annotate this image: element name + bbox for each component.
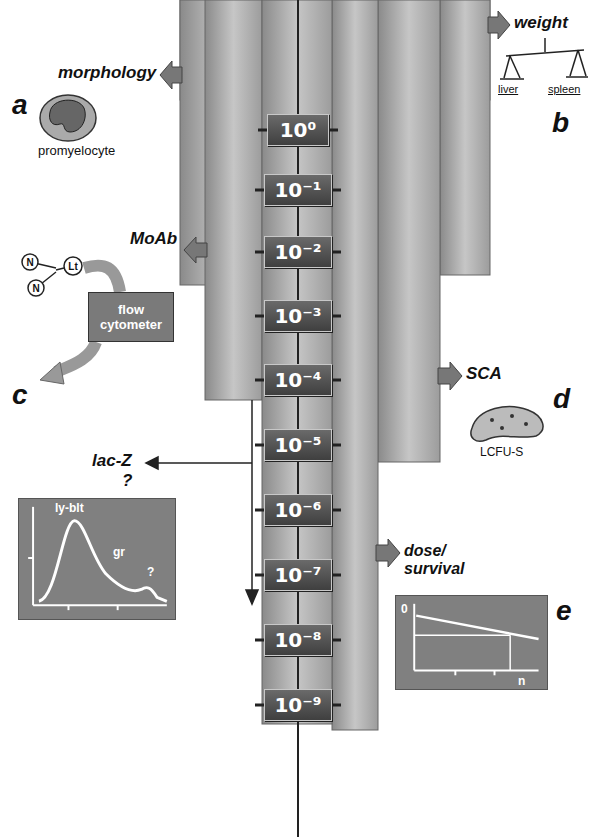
question-mark: ? — [122, 472, 132, 491]
chart-label: ? — [147, 565, 154, 579]
method-name: lac-Z — [92, 452, 132, 471]
assay-name: LCFU-S — [480, 446, 523, 459]
axis-segment — [297, 461, 299, 494]
tick-mark — [255, 704, 264, 707]
chart-label: n — [518, 674, 525, 688]
tick-mark — [332, 189, 341, 192]
tick-mark — [255, 574, 264, 577]
tick-mark — [255, 315, 264, 318]
tick-mark — [332, 379, 341, 382]
promyelocyte-cell — [40, 95, 96, 141]
chart-label: gr — [113, 545, 125, 559]
box-text: flow cytometer — [93, 302, 169, 332]
panel-letter: d — [553, 384, 570, 415]
axis-segment — [297, 206, 299, 236]
tick-mark — [332, 639, 341, 642]
dilution-box: 10⁻⁹ — [264, 689, 332, 721]
cell-name: promyelocyte — [38, 144, 115, 158]
axis-segment — [297, 268, 299, 300]
band-arrows — [160, 11, 510, 567]
axis-segment — [297, 146, 299, 174]
tick-mark — [255, 251, 264, 254]
antibody-letter: N — [32, 283, 39, 294]
dose-survival-chart: 0n — [395, 595, 548, 690]
dilution-value: 10⁰ — [280, 118, 317, 142]
tick-mark — [255, 509, 264, 512]
tick-mark — [255, 444, 264, 447]
tick-mark — [332, 509, 341, 512]
chart-label: ly-blt — [55, 501, 84, 515]
flow-cytometer-box: flow cytometer — [88, 292, 174, 342]
dilution-value: 10⁻⁴ — [274, 368, 321, 392]
dilution-value: 10⁻¹ — [274, 178, 321, 202]
tick-mark — [255, 189, 264, 192]
dilution-box: 10⁻² — [264, 236, 332, 268]
organ-name: spleen — [548, 83, 580, 95]
dilution-box: 10⁻⁵ — [264, 429, 332, 461]
chart-lines — [19, 499, 175, 619]
dilution-value: 10⁻⁶ — [274, 498, 321, 522]
axis-segment — [297, 332, 299, 364]
balance-scale — [500, 38, 588, 79]
spleen-icon — [471, 407, 543, 442]
axis-segment — [297, 656, 299, 689]
antibody-icon — [22, 254, 82, 296]
tick-mark — [258, 129, 267, 132]
dilution-value: 10⁻³ — [274, 304, 321, 328]
panel-letter: e — [556, 596, 572, 627]
method-name: dose/ survival — [404, 542, 488, 577]
method-name: weight — [514, 14, 568, 33]
method-name: SCA — [466, 365, 502, 384]
antibody-letter: N — [26, 257, 33, 268]
organ-name: liver — [498, 83, 518, 95]
dilution-value: 10⁻⁹ — [274, 693, 321, 717]
panel-letter: a — [12, 90, 28, 121]
tick-mark — [332, 251, 341, 254]
tick-mark — [332, 574, 341, 577]
tick-mark — [255, 379, 264, 382]
dilution-value: 10⁻⁷ — [274, 563, 321, 587]
dilution-box: 10⁻⁷ — [264, 559, 332, 591]
dilution-box: 10⁻³ — [264, 300, 332, 332]
tick-mark — [332, 444, 341, 447]
tick-mark — [332, 704, 341, 707]
antibody-letter: Lt — [68, 261, 77, 272]
tick-mark — [332, 315, 341, 318]
dilution-value: 10⁻⁸ — [274, 628, 321, 652]
dilution-box: 10⁻⁴ — [264, 364, 332, 396]
flow-cytometer-arrow — [40, 362, 64, 384]
method-name: MoAb — [130, 230, 177, 249]
tick-mark — [255, 639, 264, 642]
tick-mark — [329, 129, 338, 132]
axis-segment — [297, 526, 299, 559]
panel-letter: b — [552, 108, 569, 139]
axis-segment — [297, 396, 299, 429]
dilution-value: 10⁻² — [274, 240, 321, 264]
panel-letter: c — [12, 380, 28, 411]
dilution-box: 10⁻⁸ — [264, 624, 332, 656]
method-name: morphology — [58, 64, 156, 83]
lineage-chart: ly-blt gr? — [18, 498, 176, 620]
axis-segment — [297, 591, 299, 624]
dilution-value: 10⁻⁵ — [274, 433, 321, 457]
dilution-box: 10⁰ — [267, 114, 329, 146]
chart-label: 0 — [401, 602, 408, 616]
dilution-box: 10⁻¹ — [264, 174, 332, 206]
dilution-box: 10⁻⁶ — [264, 494, 332, 526]
